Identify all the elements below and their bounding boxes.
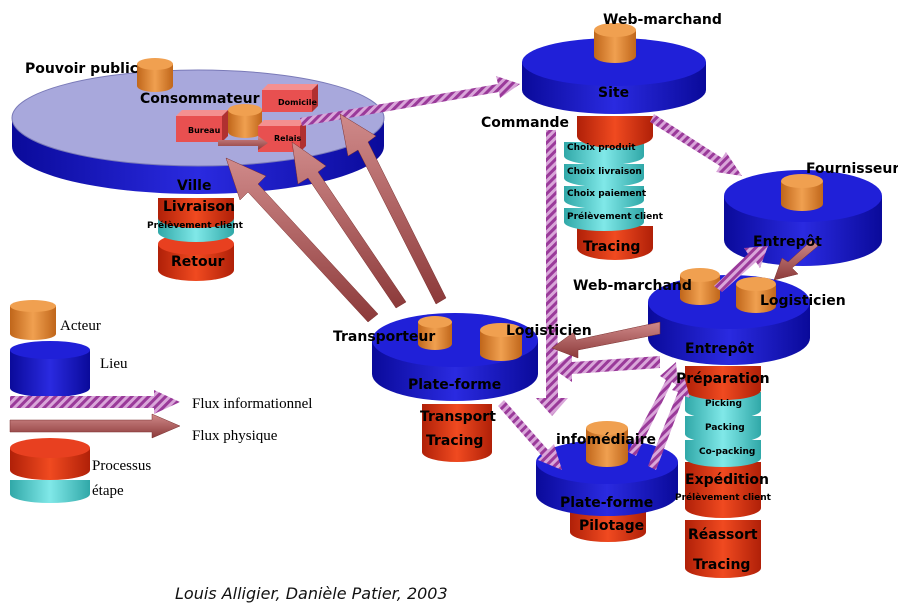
legend-processus-label: Processus xyxy=(92,458,151,474)
label-reassort: Réassort xyxy=(688,527,758,543)
label-logisticien-entrepot: Logisticien xyxy=(760,293,846,309)
label-tracing-site: Tracing xyxy=(583,239,640,255)
label-pilotage: Pilotage xyxy=(579,518,644,534)
label-web-marchand-site: Web-marchand xyxy=(603,12,722,28)
label-livraison: Livraison xyxy=(163,199,235,215)
actor-transporteur xyxy=(418,316,452,350)
flux-physique-plateforme-ville-2 xyxy=(291,141,407,309)
actor-pouvoir-public xyxy=(137,58,173,92)
label-prelevement-client-ville: Prélèvement client xyxy=(147,220,244,231)
plateforme-left-process-stack xyxy=(422,404,492,462)
plateforme-bottom-process-stack xyxy=(570,508,646,542)
flux-info-entrepot-plateforme xyxy=(552,354,660,382)
building-domicile xyxy=(262,84,318,112)
legend: Acteur Lieu Flux informationnel Flux phy… xyxy=(9,300,312,503)
flux-info-ville-site xyxy=(300,76,520,126)
actor-web-marchand-site xyxy=(594,23,636,63)
flux-info-entrepot-fournisseur xyxy=(714,246,768,292)
flux-physique-plateforme-ville-1 xyxy=(225,157,379,323)
label-web-marchand-entrepot: Web-marchand xyxy=(573,278,692,294)
flux-info-plateforme-bottom xyxy=(498,400,562,470)
label-site: Site xyxy=(598,85,629,101)
legend-lieu-label: Lieu xyxy=(100,356,128,372)
flux-info-bottom-entrepot-2 xyxy=(648,376,690,470)
label-prelevement-client-site: Prélèvement client xyxy=(567,211,664,222)
legend-processus-symbol xyxy=(10,438,90,480)
label-plateforme-bottom: Plate-forme xyxy=(560,495,653,511)
label-fournisseur: Fournisseur xyxy=(806,161,898,177)
flux-physique-relais-bureau xyxy=(218,136,268,150)
legend-flux-physique-label: Flux physique xyxy=(192,428,278,444)
label-logisticien-plateforme: Logisticien xyxy=(506,323,592,339)
flux-physique-fournisseur-entrepot xyxy=(773,239,819,281)
label-tracing-entrepot: Tracing xyxy=(693,557,750,573)
label-commande: Commande xyxy=(481,115,569,131)
label-ville: Ville xyxy=(177,178,211,194)
label-plateforme-left: Plate-forme xyxy=(408,377,501,393)
actor-fournisseur xyxy=(781,174,823,211)
legend-etape-label: étape xyxy=(92,483,124,499)
ville-process-stack xyxy=(158,198,234,281)
building-bureau xyxy=(176,110,228,142)
label-infomediaire: infomédiaire xyxy=(556,432,656,448)
label-bureau: Bureau xyxy=(188,126,221,135)
flux-info-site-fournisseur xyxy=(650,114,742,176)
label-expedition: Expédition xyxy=(685,472,769,488)
label-transporteur: Transporteur xyxy=(333,329,435,345)
legend-flux-informationnel-symbol xyxy=(10,390,180,414)
label-choix-paiement: Choix paiement xyxy=(567,189,647,199)
legend-lieu-symbol xyxy=(10,341,90,397)
label-domicile: Domicile xyxy=(278,98,317,107)
label-pouvoir-public: Pouvoir public xyxy=(25,61,138,77)
label-choix-livraison: Choix livraison xyxy=(567,167,642,177)
label-consommateur: Consommateur xyxy=(140,91,260,107)
flux-info-site-plateforme xyxy=(536,130,568,416)
actor-logisticien-plateforme xyxy=(480,323,522,361)
label-entrepot-fournisseur: Entrepôt xyxy=(753,234,822,250)
label-picking: Picking xyxy=(705,399,742,409)
legend-etape-symbol xyxy=(10,480,90,503)
flux-info-bottom-entrepot xyxy=(628,362,678,456)
caption: Louis Alligier, Danièle Patier, 2003 xyxy=(175,584,448,603)
label-retour: Retour xyxy=(171,254,225,270)
entrepot-process-stack xyxy=(685,366,761,578)
actor-logisticien-entrepot xyxy=(736,277,776,313)
label-prelevement-client-entrepot: Prélèvement client xyxy=(675,492,772,503)
legend-flux-physique-symbol xyxy=(9,413,181,439)
site-process-stack xyxy=(564,116,653,260)
label-choix-produit: Choix produit xyxy=(567,143,636,153)
actor-web-marchand-entrepot xyxy=(680,268,720,305)
label-co-packing: Co-packing xyxy=(699,447,755,457)
legend-acteur-symbol xyxy=(10,300,56,340)
label-entrepot-main: Entrepôt xyxy=(685,341,754,357)
actor-infomediaire xyxy=(586,421,628,467)
flux-physique-plateforme-ville-3 xyxy=(339,113,447,305)
label-tracing-plateforme: Tracing xyxy=(426,433,483,449)
flux-physique-entrepot-plateforme xyxy=(551,321,661,359)
actor-consommateur xyxy=(228,104,262,138)
label-packing: Packing xyxy=(705,423,745,433)
label-transport: Transport xyxy=(420,409,496,425)
legend-flux-informationnel-label: Flux informationnel xyxy=(192,396,312,412)
legend-acteur-label: Acteur xyxy=(60,318,101,334)
plateforme-bottom-platform xyxy=(536,440,678,516)
label-relais: Relais xyxy=(274,134,301,143)
label-preparation: Préparation xyxy=(676,371,770,387)
